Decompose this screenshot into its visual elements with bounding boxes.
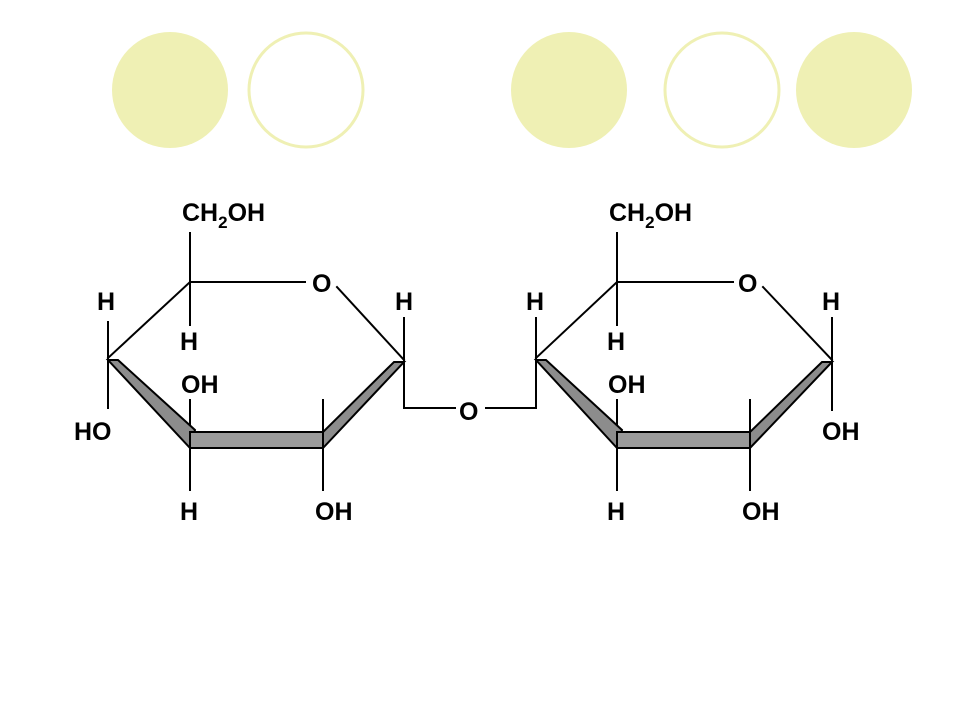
left-wedge-c4-c3 — [105, 359, 197, 450]
left-c3-h-label: H — [180, 498, 198, 526]
left-c4-h-label: H — [97, 288, 115, 316]
deco-circle-outline-2 — [663, 31, 781, 149]
right-bond-o-c1 — [761, 285, 834, 362]
left-bond-o-c1 — [335, 285, 406, 362]
left-ring-oxygen-label: O — [312, 270, 331, 298]
deco-circle-outline-1 — [247, 31, 365, 149]
right-c1-h-label: H — [822, 288, 840, 316]
left-c3-oh-label: OH — [181, 371, 219, 399]
right-wedge-c2-c1 — [749, 361, 835, 451]
linkage-oxygen-label: O — [459, 398, 478, 426]
left-wedge-c2-c1 — [322, 361, 407, 451]
left-c2-oh-label: OH — [315, 498, 353, 526]
left-ring: CH2OH O H H H HO OH H OH — [74, 199, 413, 526]
deco-circle-filled-1 — [112, 32, 228, 148]
left-c4-ho-label: HO — [74, 418, 112, 446]
right-c4-h-label: H — [526, 288, 544, 316]
left-ch2oh-label: CH2OH — [182, 199, 265, 232]
right-bold-c3-c2 — [616, 431, 751, 449]
right-c5-h-label: H — [607, 328, 625, 356]
left-c5-h-label: H — [180, 328, 198, 356]
left-c1-h-label: H — [395, 288, 413, 316]
right-c3-oh-label: OH — [608, 371, 646, 399]
right-ch2oh-label: CH2OH — [609, 199, 692, 232]
left-bold-c3-c2 — [189, 431, 324, 449]
left-bond-c5-c4 — [106, 280, 192, 360]
right-c1-oh-label: OH — [822, 418, 860, 446]
right-wedge-c4-c3 — [533, 359, 624, 451]
deco-circle-filled-3 — [796, 32, 912, 148]
disaccharide-structure: CH2OH O H H H HO OH H OH O — [74, 199, 860, 526]
glycosidic-linkage: O — [403, 398, 537, 426]
right-ring-oxygen-label: O — [738, 270, 757, 298]
decorative-circles — [112, 31, 912, 149]
right-c2-oh-label: OH — [742, 498, 780, 526]
right-bond-c5-c4 — [534, 280, 619, 360]
deco-circle-filled-2 — [511, 32, 627, 148]
right-c3-h-label: H — [607, 498, 625, 526]
right-ring: CH2OH O H H H OH H OH OH — [526, 199, 860, 526]
